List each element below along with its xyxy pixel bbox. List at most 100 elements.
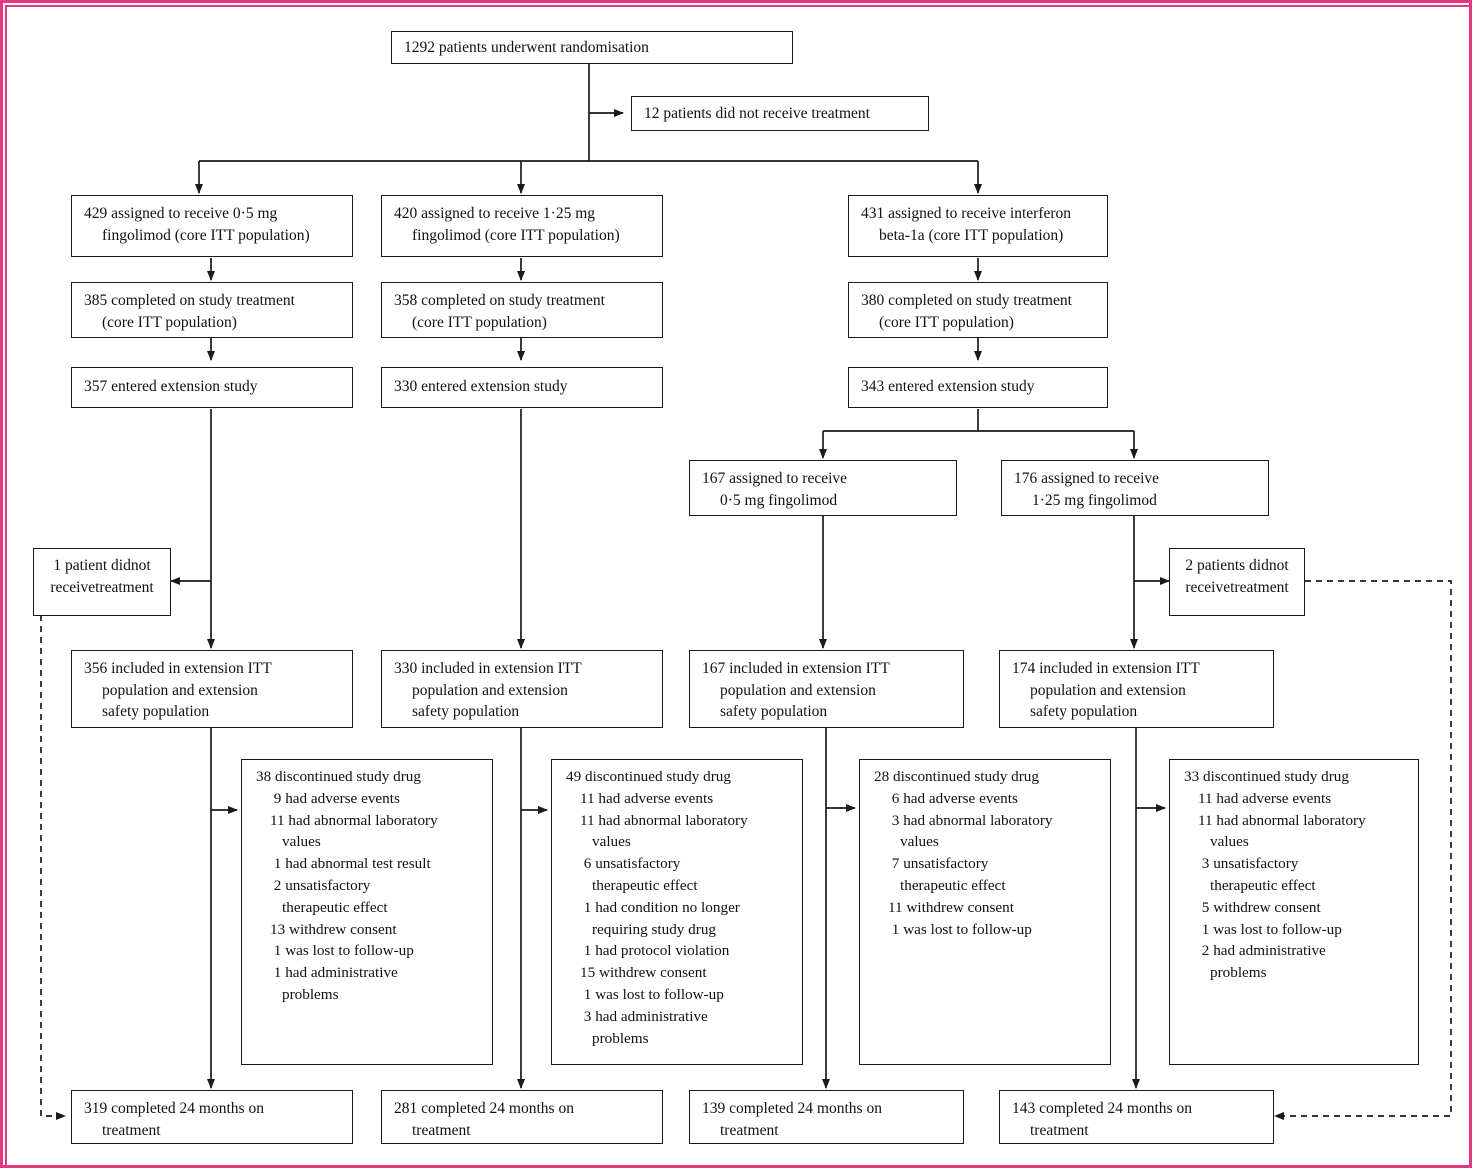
discontinued-reason: 1 had protocol violation <box>580 942 730 960</box>
node-text: 357 entered extension study <box>84 378 258 395</box>
discontinued-reason: values <box>900 833 939 851</box>
node-entered-extension-125: 330 entered extension study <box>381 367 663 408</box>
node-text-line1: 167 included in extension ITT <box>702 660 890 677</box>
node-text-line2: population and extension <box>412 681 568 699</box>
node-reassign-05: 167 assigned to receive 0·5 mg fingolimod <box>689 460 957 516</box>
discontinued-reason: 11 had adverse events <box>1198 789 1332 807</box>
node-text-line2: population and extension <box>720 681 876 699</box>
node-text-line2: beta-1a (core ITT population) <box>879 226 1064 244</box>
node-text-line1: 167 assigned to receive <box>702 470 848 487</box>
discontinued-reason: 2 had administrative <box>1198 942 1326 960</box>
node-final-4: 143 completed 24 months on treatment <box>999 1090 1274 1144</box>
discontinued-header: 33 discontinued study drug <box>1184 768 1349 785</box>
node-text-line3: safety population <box>1030 703 1138 720</box>
node-completed-core-05: 385 completed on study treatment (core IT… <box>71 282 353 338</box>
node-completed-core-125: 358 completed on study treatment (core IT… <box>381 282 663 338</box>
node-text-line2: 1·25 mg fingolimod <box>1032 491 1157 509</box>
node-text-line1: 385 completed on study treatment <box>84 292 295 309</box>
node-dropout-left: 1 patient didnot receivetreatment <box>33 548 171 616</box>
discontinued-reason: therapeutic effect <box>1210 876 1316 894</box>
discontinued-reason: 3 unsatisfactory <box>1198 855 1299 873</box>
discontinued-reason: 5 withdrew consent <box>1198 898 1321 916</box>
discontinued-reason: 13 withdrew consent <box>270 920 397 938</box>
discontinued-reason: 15 withdrew consent <box>580 964 707 982</box>
node-discontinued-1: 38 discontinued study drug 9 had adverse… <box>241 759 493 1065</box>
node-reassign-125: 176 assigned to receive 1·25 mg fingolimo… <box>1001 460 1269 516</box>
node-text-line2: (core ITT population) <box>879 313 1014 331</box>
node-extension-itt-2: 330 included in extension ITT population … <box>381 650 663 728</box>
node-entered-extension-05: 357 entered extension study <box>71 367 353 408</box>
node-dropout-right: 2 patients didnot receivetreatment <box>1169 548 1305 616</box>
discontinued-reason: 1 was lost to follow-up <box>270 942 414 960</box>
node-text-line2: not receive <box>50 557 151 596</box>
discontinued-reason: 3 had abnormal laboratory <box>888 811 1053 829</box>
node-discontinued-4: 33 discontinued study drug 11 had adverse… <box>1169 759 1419 1065</box>
node-text-line3: safety population <box>720 703 828 720</box>
node-text-line2: treatment <box>1030 1121 1089 1139</box>
discontinued-reason: 7 unsatisfactory <box>888 855 989 873</box>
discontinued-reason: therapeutic effect <box>282 898 388 916</box>
node-text: 330 entered extension study <box>394 378 568 395</box>
node-text-line3: treatment <box>95 578 154 596</box>
node-text-line1: 319 completed 24 months on <box>84 1100 264 1117</box>
discontinued-reason: 11 had adverse events <box>580 789 714 807</box>
node-text-line1: 281 completed 24 months on <box>394 1100 574 1117</box>
discontinued-reason: 3 had administrative <box>580 1007 708 1025</box>
node-text: 12 patients did not receive treatment <box>644 105 870 122</box>
discontinued-reason: values <box>282 833 321 851</box>
discontinued-reason: 1 was lost to follow-up <box>1198 920 1342 938</box>
node-text-line2: 0·5 mg fingolimod <box>720 491 838 509</box>
node-no-treatment-core: 12 patients did not receive treatment <box>631 96 929 131</box>
discontinued-reason: therapeutic effect <box>900 876 1006 894</box>
node-discontinued-2: 49 discontinued study drug 11 had adverse… <box>551 759 803 1065</box>
node-text-line1: 176 assigned to receive <box>1014 470 1160 487</box>
discontinued-reason: values <box>592 833 631 851</box>
node-text-line1: 330 included in extension ITT <box>394 660 582 677</box>
node-text: 343 entered extension study <box>861 378 1035 395</box>
discontinued-reason: 1 had condition no longer <box>580 898 740 916</box>
node-text-line2: fingolimod (core ITT population) <box>102 226 310 244</box>
discontinued-reason: 11 had abnormal laboratory <box>270 811 438 829</box>
discontinued-reason: therapeutic effect <box>592 876 698 894</box>
discontinued-reason: 11 had abnormal laboratory <box>1198 811 1366 829</box>
node-text-line2: treatment <box>412 1121 471 1139</box>
node-text-line2: (core ITT population) <box>102 313 237 331</box>
node-text-line1: 420 assigned to receive 1·25 mg <box>394 205 596 222</box>
node-entered-extension-interferon: 343 entered extension study <box>848 367 1108 408</box>
node-discontinued-3: 28 discontinued study drug 6 had adverse… <box>859 759 1111 1065</box>
node-text-line1: 1 patient did <box>53 557 131 574</box>
node-text-line1: 143 completed 24 months on <box>1012 1100 1192 1117</box>
node-completed-core-interferon: 380 completed on study treatment (core IT… <box>848 282 1108 338</box>
discontinued-reason: 1 was lost to follow-up <box>888 920 1032 938</box>
discontinued-header: 49 discontinued study drug <box>566 768 731 785</box>
discontinued-reason: 1 had administrative <box>270 964 398 982</box>
node-text-line1: 380 completed on study treatment <box>861 292 1072 309</box>
discontinued-reason: 11 withdrew consent <box>888 898 1014 916</box>
discontinued-reason: problems <box>282 985 339 1003</box>
node-text-line2: population and extension <box>102 681 258 699</box>
node-text-line2: not receive <box>1185 557 1289 596</box>
node-text-line1: 174 included in extension ITT <box>1012 660 1200 677</box>
node-text-line3: treatment <box>1230 578 1289 596</box>
node-text-line2: (core ITT population) <box>412 313 547 331</box>
node-text-line1: 2 patients did <box>1185 557 1269 574</box>
discontinued-reason: problems <box>592 1029 649 1047</box>
discontinued-reason: 11 had abnormal laboratory <box>580 811 748 829</box>
discontinued-reason: 6 had adverse events <box>888 789 1018 807</box>
node-text-line3: safety population <box>412 703 520 720</box>
node-final-2: 281 completed 24 months on treatment <box>381 1090 663 1144</box>
discontinued-reason: requiring study drug <box>592 920 717 938</box>
node-text-line3: safety population <box>102 703 210 720</box>
discontinued-header: 38 discontinued study drug <box>256 768 421 785</box>
node-extension-itt-3: 167 included in extension ITT population … <box>689 650 964 728</box>
node-text-line1: 139 completed 24 months on <box>702 1100 882 1117</box>
discontinued-reason: values <box>1210 833 1249 851</box>
node-text-line1: 358 completed on study treatment <box>394 292 605 309</box>
